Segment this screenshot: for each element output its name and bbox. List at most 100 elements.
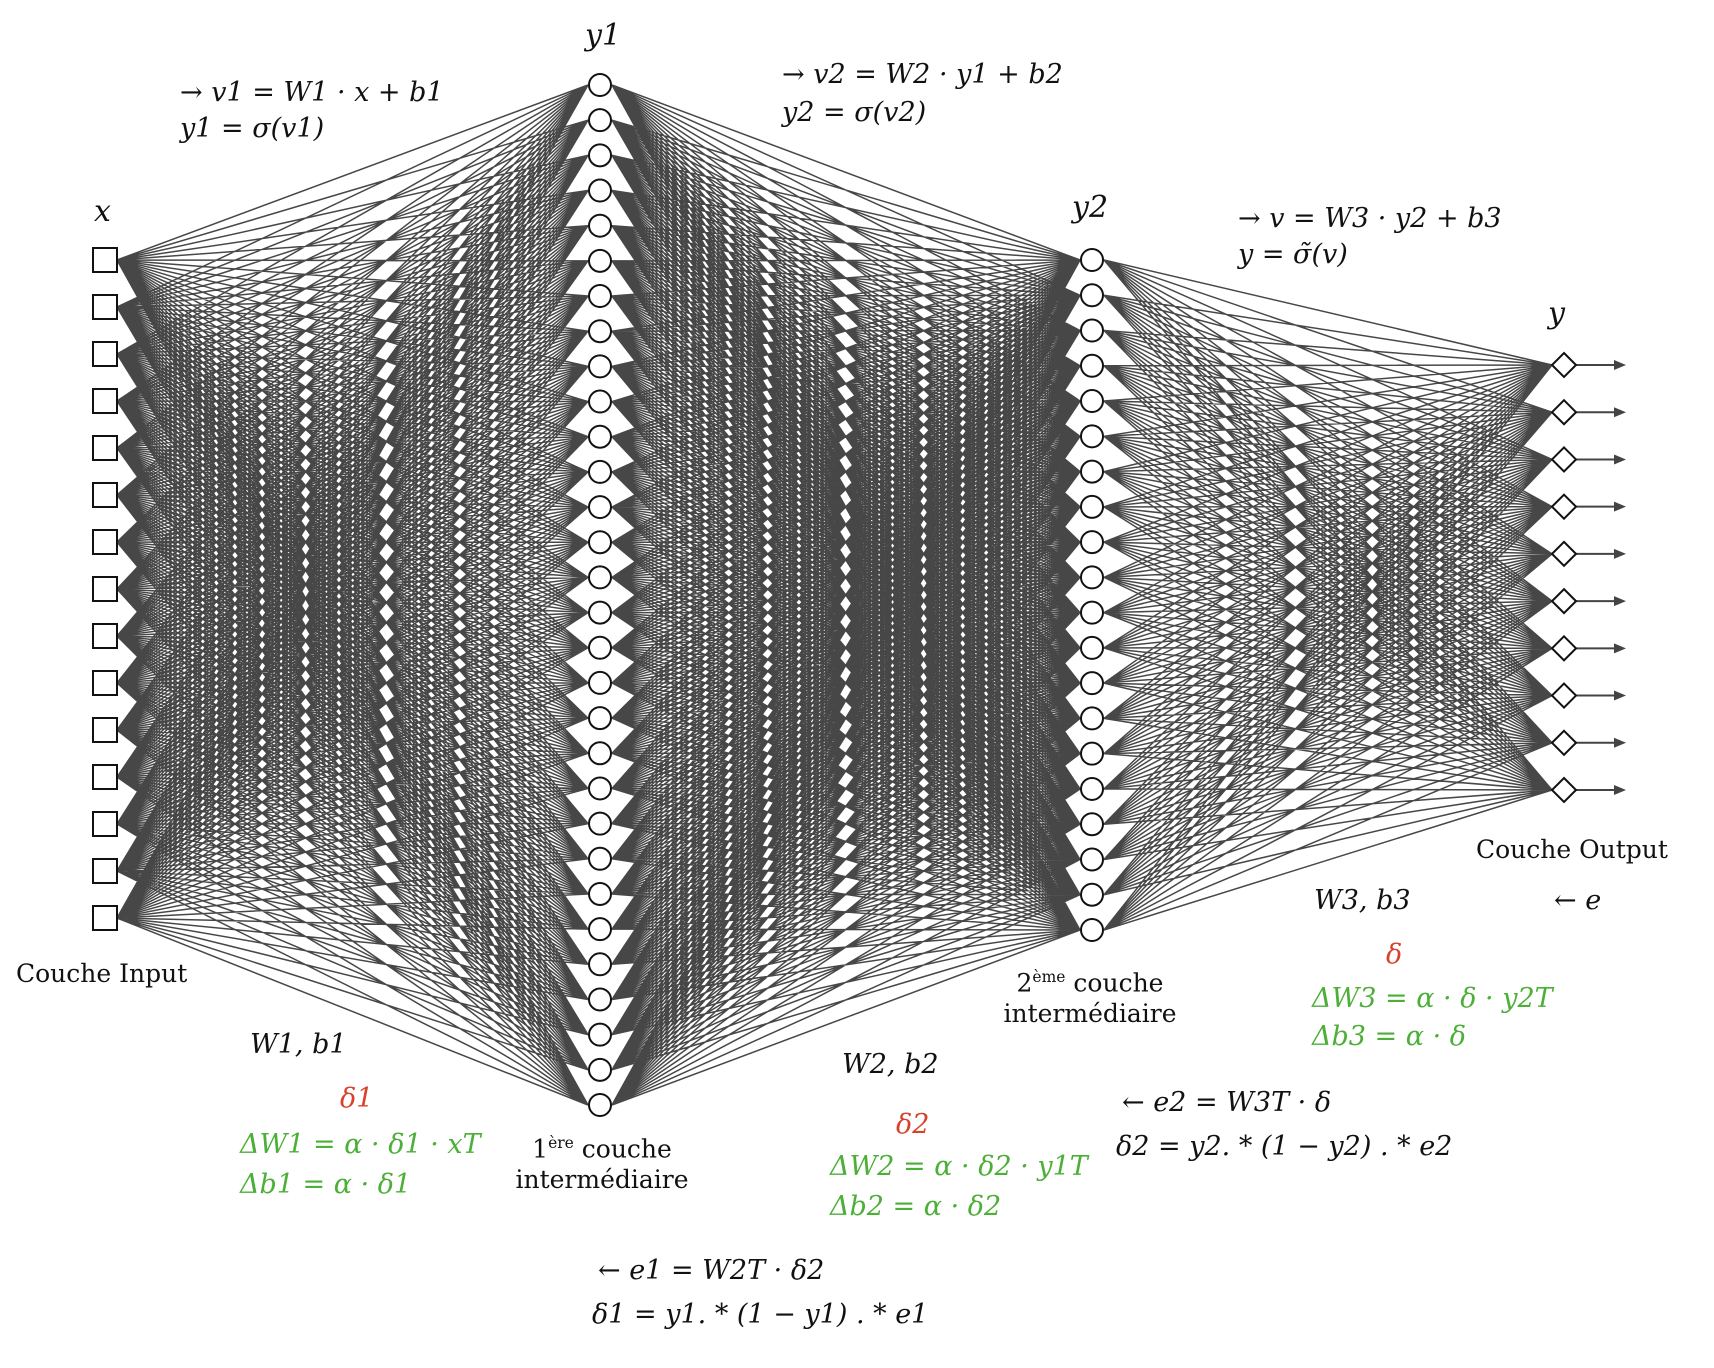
hidden2-neuron [1080, 494, 1104, 519]
output-arrows [1576, 360, 1626, 795]
hidden2-neuron [1080, 600, 1104, 625]
output-neuron [1550, 729, 1578, 757]
output-neuron [1550, 634, 1578, 662]
output-neuron [1550, 398, 1578, 426]
hidden1-neuron [588, 459, 612, 484]
backprop-error: ← e [1554, 885, 1602, 916]
output-neuron [1550, 493, 1578, 521]
hidden1-caption-sup: ère [548, 1134, 574, 1152]
input-symbol: x [94, 194, 111, 229]
hidden1-neuron [588, 1093, 612, 1117]
hidden2-neuron [1080, 918, 1104, 942]
delta-label: δ [1386, 939, 1403, 970]
hidden2-caption-line2: intermédiaire [1003, 999, 1177, 1029]
output-neuron [1550, 540, 1578, 568]
hidden2-neuron [1080, 459, 1104, 484]
hidden1-neuron [588, 530, 612, 555]
input-neuron [92, 294, 118, 320]
hidden2-neuron [1080, 353, 1104, 378]
hidden1-neuron [588, 1057, 612, 1082]
output-arrow-head [1614, 454, 1626, 465]
hidden1-layer-caption: 1ère couche intermédiaire [502, 1128, 702, 1195]
output-arrow-head [1614, 501, 1626, 512]
forward-l3-line1: → v = W3 · y2 + b3 [1238, 203, 1502, 234]
params-w2b2: W2, b2 [842, 1049, 939, 1080]
input-neuron [92, 670, 118, 696]
hidden1-neuron [588, 248, 612, 273]
input-neuron [92, 717, 118, 743]
input-neuron [92, 905, 118, 931]
hidden1-neuron [588, 319, 612, 344]
output-arrow-head [1614, 548, 1626, 559]
update-db3: Δb3 = α · δ [1312, 1021, 1466, 1052]
hidden2-neuron [1080, 424, 1104, 449]
hidden1-neuron [588, 1022, 612, 1047]
output-symbol: y [1548, 296, 1565, 331]
hidden1-neuron [588, 284, 612, 309]
params-w1b1: W1, b1 [250, 1029, 347, 1060]
params-w3b3: W3, b3 [1314, 885, 1411, 916]
hidden2-neuron [1080, 635, 1104, 660]
hidden2-neuron [1080, 882, 1104, 907]
hidden2-neuron [1080, 706, 1104, 731]
hidden2-neuron [1080, 776, 1104, 801]
input-neuron [92, 764, 118, 790]
update-dW3: ΔW3 = α · δ · y2T [1312, 983, 1553, 1014]
forward-l2-line2: y2 = σ(v2) [782, 97, 927, 128]
hidden2-neuron [1080, 847, 1104, 872]
hidden2-neuron [1080, 530, 1104, 555]
hidden1-caption-num: 1 [532, 1134, 549, 1164]
forward-l3-line2: y = σ̃(v) [1238, 239, 1348, 270]
input-layer-caption: Couche Input [16, 959, 188, 988]
forward-l1-line2: y1 = σ(v1) [180, 113, 325, 144]
input-neuron [92, 858, 118, 884]
update-db2: Δb2 = α · δ2 [830, 1191, 1002, 1222]
hidden1-neuron [588, 741, 612, 766]
hidden1-neuron [588, 706, 612, 731]
hidden1-neuron [588, 354, 612, 379]
update-db1: Δb1 = α · δ1 [240, 1169, 412, 1200]
hidden2-neuron [1080, 283, 1104, 308]
hidden1-neuron [588, 108, 612, 133]
update-dW1: ΔW1 = α · δ1 · xT [240, 1129, 481, 1160]
output-neuron [1550, 776, 1578, 804]
forward-l2-line1: → v2 = W2 · y1 + b2 [782, 59, 1063, 90]
hidden1-neuron [588, 600, 612, 625]
hidden1-neuron [588, 635, 612, 660]
hidden1-neuron [588, 881, 612, 906]
hidden1-caption-line2: intermédiaire [515, 1165, 689, 1195]
output-neuron [1550, 351, 1578, 379]
hidden2-neuron [1080, 812, 1104, 837]
output-neuron [1550, 682, 1578, 709]
output-arrow-head [1614, 360, 1626, 370]
output-arrow-head [1614, 785, 1626, 795]
hidden1-neuron [588, 495, 612, 520]
output-arrow-head [1614, 737, 1626, 748]
hidden2-neuron [1080, 671, 1104, 696]
hidden1-neuron [588, 846, 612, 871]
edge-bundle [116, 84, 1553, 1106]
hidden1-neuron [588, 987, 612, 1012]
backprop-d2: δ2 = y2. * (1 − y2) . * e2 [1116, 1131, 1453, 1162]
input-neuron [92, 388, 118, 414]
hidden2-caption-num: 2 [1016, 968, 1033, 998]
output-arrow-head [1614, 596, 1626, 607]
output-neuron [1550, 446, 1578, 473]
output-layer-caption: Couche Output [1476, 835, 1668, 864]
delta1-label: δ1 [340, 1083, 374, 1114]
output-arrow-head [1614, 407, 1626, 418]
hidden2-neuron [1080, 389, 1104, 414]
hidden1-neuron [588, 776, 612, 801]
output-neuron [1550, 587, 1578, 615]
backprop-d1: δ1 = y1. * (1 − y1) . * e1 [592, 1299, 929, 1330]
hidden1-neuron [588, 952, 612, 977]
input-neuron [92, 811, 118, 837]
hidden2-caption-line1: couche [1073, 968, 1164, 998]
input-neuron [92, 341, 118, 367]
input-neuron [92, 247, 118, 273]
hidden1-neuron [588, 565, 612, 590]
hidden1-neuron [588, 178, 612, 203]
hidden1-neuron [588, 73, 612, 97]
